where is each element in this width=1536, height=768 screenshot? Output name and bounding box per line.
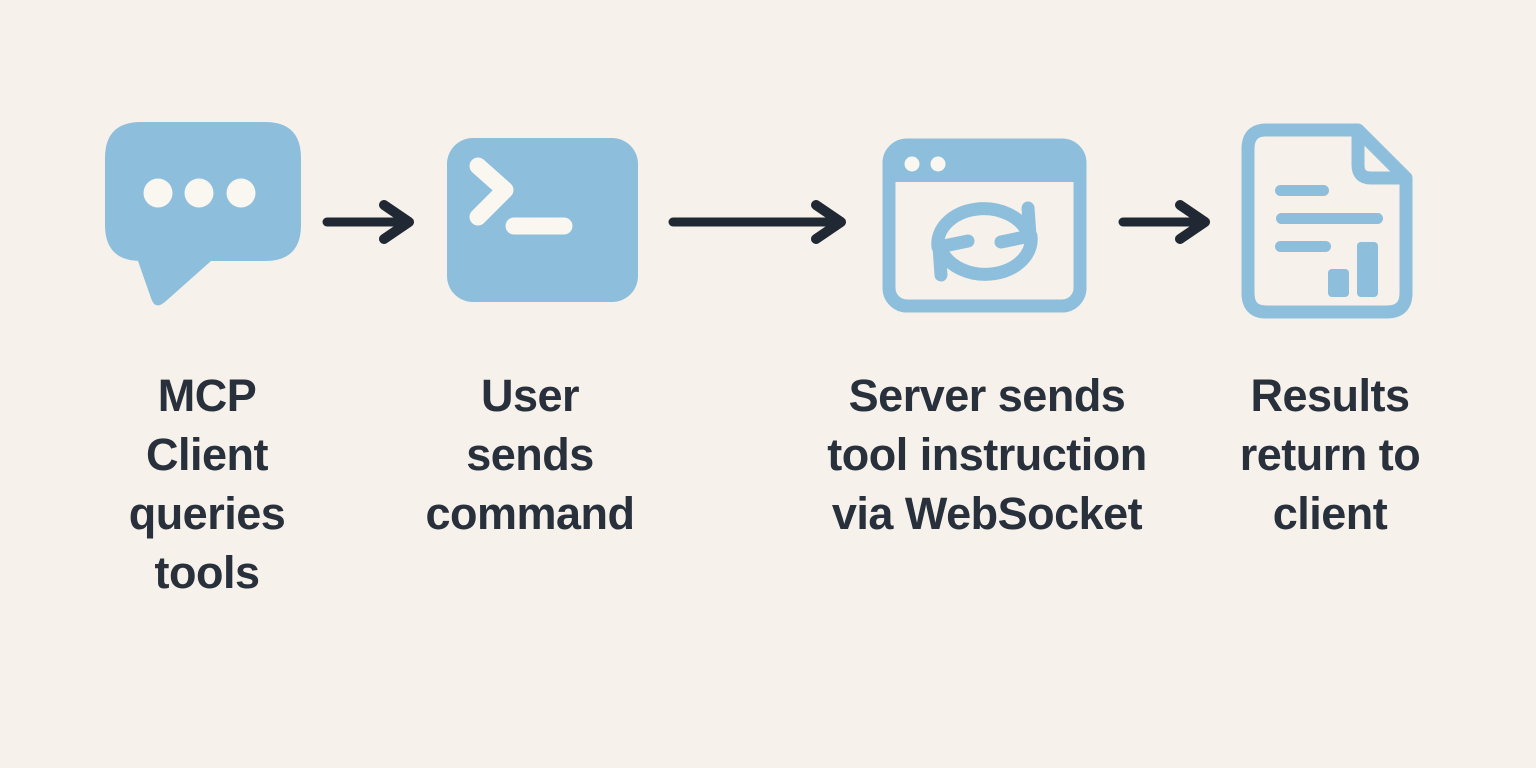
chat-bubble-icon — [105, 122, 301, 310]
arrow-right-icon — [668, 200, 846, 249]
document-report-icon — [1240, 122, 1414, 320]
browser-sync-icon — [882, 138, 1087, 313]
arrow-right-icon — [1118, 200, 1210, 249]
arrow-right-icon — [322, 200, 414, 249]
step-label-server-websocket: Server sends tool instruction via WebSoc… — [827, 370, 1147, 539]
step-label-user-command: User sends command — [425, 370, 635, 539]
step-label-mcp-client: MCP Client queries tools — [128, 370, 286, 598]
step-label-results-client: Results return to client — [1239, 370, 1421, 539]
terminal-icon — [447, 138, 638, 302]
